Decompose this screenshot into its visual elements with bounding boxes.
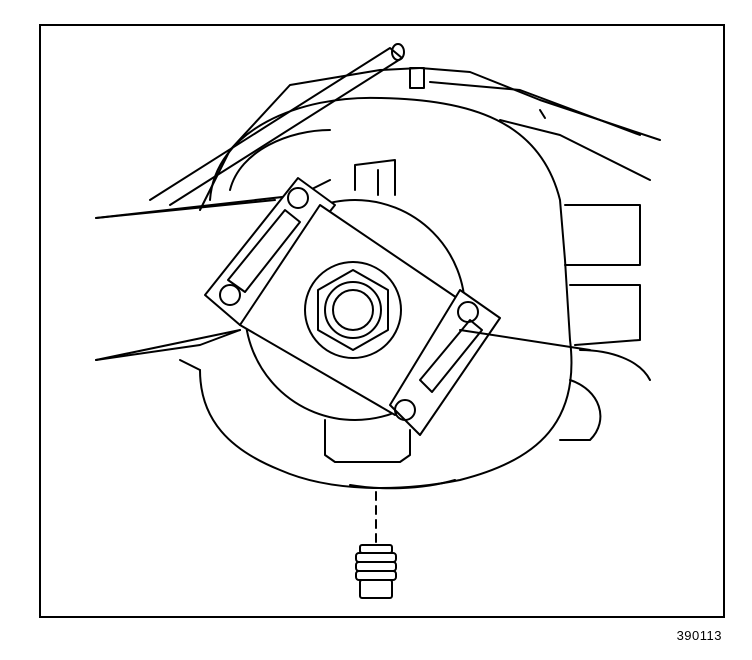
figure-id: 390113 xyxy=(676,628,722,643)
drain-plug-icon xyxy=(355,544,397,599)
flange-bolt-icon xyxy=(219,187,479,421)
flange-holder-tool xyxy=(95,177,591,436)
figure-border xyxy=(39,24,725,618)
differential-carrier xyxy=(95,96,651,490)
pinion-nut-icon xyxy=(304,261,402,359)
vent-tube xyxy=(149,43,405,206)
